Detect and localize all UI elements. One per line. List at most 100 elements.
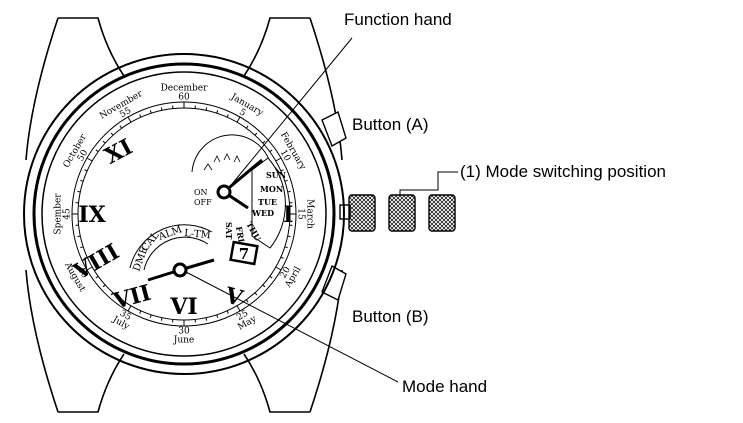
month-label: March — [305, 199, 315, 229]
minute-tick — [149, 110, 152, 114]
mode-hand-label: Mode hand — [402, 377, 487, 396]
minute-tick — [102, 284, 106, 288]
weekday-tue: TUE — [258, 197, 277, 207]
upper-right-lug — [243, 17, 310, 77]
minute-tick — [95, 275, 99, 279]
minute-tick — [226, 310, 229, 314]
minute-number: 60 — [178, 93, 190, 103]
minute-tick — [245, 125, 249, 129]
function-scale-glyphs — [203, 153, 241, 171]
minute-tick — [110, 292, 114, 296]
minute-tick — [84, 256, 88, 259]
bezel-ring — [32, 62, 336, 366]
minute-tick — [269, 275, 273, 279]
minute-tick — [287, 235, 291, 238]
minute-tick — [216, 314, 219, 318]
minute-tick — [86, 157, 93, 162]
minute-tick — [119, 299, 123, 303]
mode-switch-leader — [399, 171, 458, 195]
minute-tick — [245, 299, 249, 303]
mode-hand-leader — [185, 271, 399, 383]
weekday-sun: SUN — [266, 170, 286, 180]
bezel-inner — [41, 71, 327, 357]
weekday-sat: SAT — [224, 222, 234, 240]
minute-tick — [254, 292, 258, 296]
off-label: OFF — [194, 198, 212, 207]
date-value: 7 — [239, 245, 249, 263]
minute-tick — [216, 110, 219, 114]
function-subdial: SUN MON TUE WED THU FRI SAT ON OFF — [191, 134, 286, 249]
weekday-wed: WED — [251, 208, 274, 218]
minute-tick — [236, 305, 241, 312]
button-a-label: Button (A) — [352, 115, 429, 134]
weekday-sector — [251, 157, 286, 249]
mode-ltm: L-TM — [184, 228, 211, 241]
minute-tick — [287, 190, 291, 193]
button-b-label: Button (B) — [352, 307, 429, 326]
lower-right-lug — [243, 353, 310, 413]
minute-tick — [139, 114, 142, 118]
minute-tick — [236, 116, 241, 123]
button-b-shape[interactable] — [321, 264, 347, 301]
minute-tick — [205, 317, 208, 321]
mode-arc-outer — [129, 224, 213, 269]
minute-tick — [127, 305, 132, 312]
minute-tick — [254, 132, 258, 136]
function-hand — [216, 158, 263, 210]
minute-tick — [205, 107, 208, 111]
minute-number: 45 — [63, 208, 73, 220]
minute-tick — [80, 246, 84, 249]
roman-ix: IX — [78, 202, 106, 228]
function-hand-leader — [231, 37, 353, 185]
minute-tick — [226, 114, 229, 118]
minute-tick — [110, 132, 114, 136]
on-label: ON — [194, 188, 208, 197]
minute-number: 5 — [237, 107, 247, 119]
minute-tick — [77, 235, 81, 238]
minute-tick — [127, 116, 132, 123]
minute-tick — [149, 314, 152, 318]
crown-position-2[interactable] — [428, 194, 456, 232]
minute-tick — [95, 149, 99, 153]
minute-tick — [80, 179, 84, 182]
date-window — [229, 240, 259, 266]
weekday-mon: MON — [260, 184, 283, 194]
minute-tick — [84, 169, 88, 172]
minute-tick — [160, 107, 163, 111]
minute-number: 30 — [178, 327, 190, 337]
minute-ticks — [72, 102, 296, 326]
bezel-outer — [23, 53, 345, 375]
minute-tick — [102, 140, 106, 144]
minute-tick — [275, 266, 282, 271]
upper-left-lug — [58, 17, 125, 77]
minute-tick — [119, 125, 123, 129]
minute-tick — [280, 169, 284, 172]
minute-tick — [284, 246, 288, 249]
buttons-and-crown — [321, 111, 456, 301]
button-a-shape[interactable] — [321, 111, 347, 148]
mode-arc-inner — [143, 236, 209, 271]
minute-tick — [262, 284, 266, 288]
minute-tick — [275, 157, 282, 162]
roman-vi: VI — [169, 294, 197, 320]
upper-right-lug-inner — [309, 17, 343, 161]
minute-tick — [86, 266, 93, 271]
month-label: June — [173, 336, 195, 346]
minute-tick — [160, 317, 163, 321]
function-hand-label: Function hand — [344, 10, 452, 29]
mode-switch-label: (1) Mode switching position — [460, 162, 666, 181]
watch-case — [25, 17, 343, 413]
weekday-fri: FRI — [234, 226, 247, 244]
minute-tick — [280, 256, 284, 259]
month-label: Spember — [54, 193, 64, 235]
minute-tick — [284, 179, 288, 182]
minute-tick — [77, 190, 81, 193]
month-label: December — [161, 84, 209, 94]
crown-position-0[interactable] — [348, 194, 376, 232]
mode-hand — [147, 258, 215, 282]
minute-tick — [262, 140, 266, 144]
callout-lines — [185, 37, 458, 383]
lower-left-lug — [58, 353, 125, 413]
crown-position-1[interactable] — [388, 194, 416, 232]
